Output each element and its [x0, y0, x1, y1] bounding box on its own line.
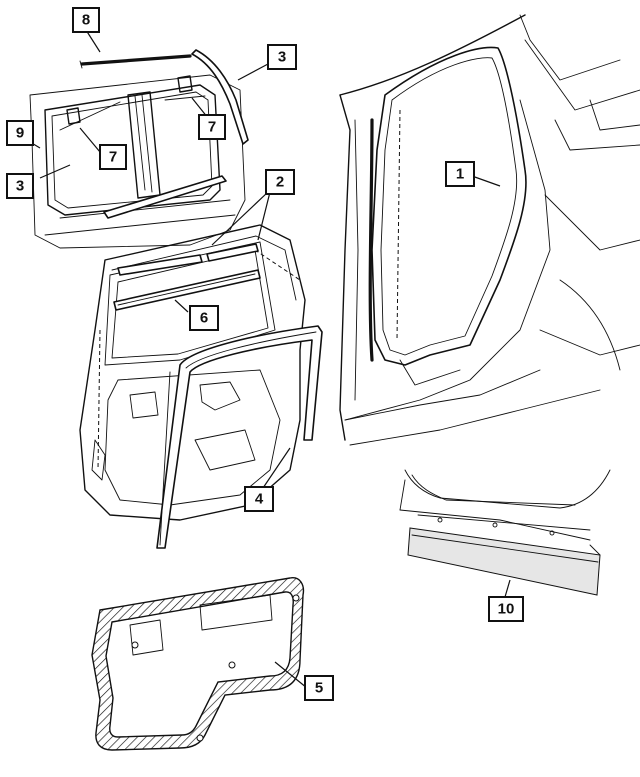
- callout-10: 10: [488, 596, 524, 622]
- door-watershield: [91, 577, 305, 751]
- door-weatherstrip: [156, 325, 323, 549]
- callout-3-upper: 3: [267, 44, 297, 70]
- callout-6: 6: [189, 305, 219, 331]
- sill-molding: [407, 527, 601, 596]
- sill-assembly: [399, 469, 611, 596]
- belt-strip-inner: [113, 269, 261, 311]
- callout-8: 8: [72, 7, 100, 33]
- svg-text:7: 7: [109, 149, 117, 166]
- svg-text:2: 2: [276, 174, 284, 191]
- callout-7-left: 7: [99, 144, 127, 170]
- svg-text:9: 9: [16, 125, 24, 142]
- belt-strip-upper-left: [117, 254, 203, 276]
- weatherstrip-top: [80, 54, 192, 66]
- callout-4: 4: [244, 486, 274, 512]
- svg-text:3: 3: [16, 178, 24, 195]
- weatherstrip-curved: [191, 49, 249, 145]
- leader-lines: [29, 29, 511, 689]
- svg-text:6: 6: [200, 310, 208, 327]
- body-weatherstrip: [368, 118, 374, 362]
- svg-text:8: 8: [82, 12, 90, 29]
- callout-9: 9: [6, 120, 34, 146]
- rear-door-shell: [79, 224, 306, 521]
- weatherstrip-lower: [103, 175, 227, 219]
- belt-strip-upper-right: [206, 243, 259, 262]
- svg-text:7: 7: [208, 119, 216, 136]
- callout-1: 1: [445, 161, 475, 187]
- svg-text:4: 4: [255, 491, 264, 508]
- callout-3-lower: 3: [6, 173, 34, 199]
- callout-5: 5: [304, 675, 334, 701]
- svg-text:1: 1: [456, 166, 464, 183]
- window-glass-assembly: [29, 49, 249, 249]
- svg-text:5: 5: [315, 680, 323, 697]
- svg-text:10: 10: [498, 601, 515, 618]
- body-door-opening: [339, 14, 640, 446]
- callout-2: 2: [265, 169, 295, 195]
- glass-clip-left: [66, 107, 81, 125]
- callout-7-right: 7: [198, 114, 226, 140]
- svg-text:3: 3: [278, 49, 286, 66]
- glass-clip-right: [177, 75, 193, 93]
